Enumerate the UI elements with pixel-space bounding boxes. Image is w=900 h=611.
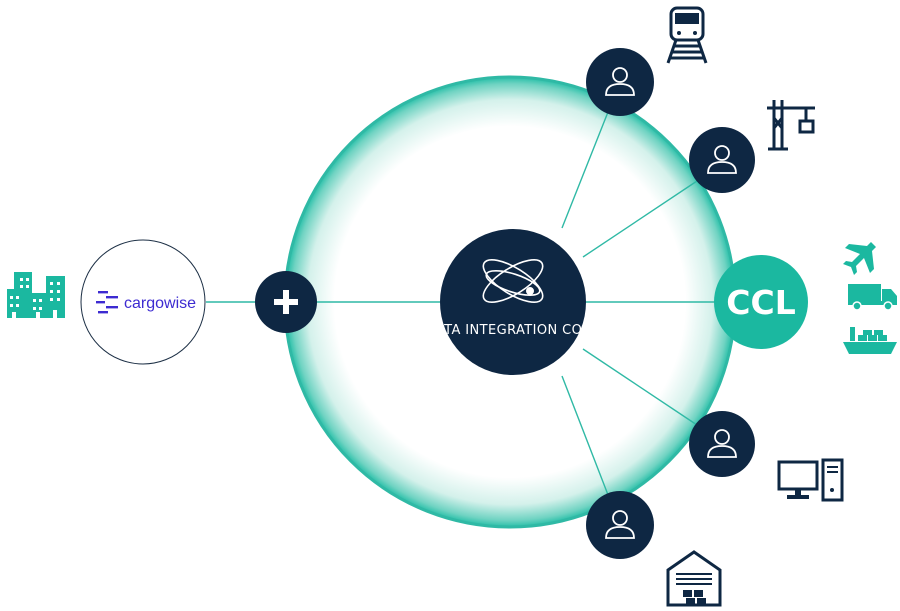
plus-icon <box>274 290 298 314</box>
user-node-port[interactable] <box>689 127 755 193</box>
plus-node[interactable] <box>255 271 317 333</box>
connector-line <box>582 180 698 258</box>
connector-line <box>561 106 611 229</box>
connector-lines <box>206 106 717 501</box>
cargowise-circle <box>80 239 206 365</box>
port-crane-icon <box>767 100 815 151</box>
connector-line <box>561 375 611 501</box>
data-integration-core[interactable]: DATA INTEGRATION CORE <box>426 229 601 375</box>
cargowise-node[interactable]: cargowise <box>80 239 206 365</box>
cargowise-label: cargowise <box>124 295 196 312</box>
connector-line <box>582 348 698 426</box>
ccl-hub[interactable]: CCL <box>714 255 808 349</box>
user-icon <box>605 67 635 96</box>
user-icon <box>707 145 737 174</box>
user-node-rail[interactable] <box>586 48 654 116</box>
orbit-logo-icon <box>482 259 544 303</box>
user-node-warehouse[interactable] <box>586 491 654 559</box>
buildings-icon <box>7 272 65 318</box>
warehouse-icon <box>666 550 722 607</box>
core-circle <box>440 229 586 375</box>
ccl-label: CCL <box>726 283 795 322</box>
user-node-it[interactable] <box>689 411 755 477</box>
train-icon <box>666 6 708 64</box>
cargo-ship-icon <box>843 327 897 354</box>
user-icon <box>707 429 737 458</box>
cargowise-logo-icon <box>96 291 118 314</box>
airplane-icon <box>843 242 876 275</box>
core-label: DATA INTEGRATION CORE <box>426 323 601 338</box>
desktop-computer-icon <box>777 458 844 502</box>
truck-icon <box>848 284 897 311</box>
user-icon <box>605 510 635 539</box>
ccl-circle <box>714 255 808 349</box>
